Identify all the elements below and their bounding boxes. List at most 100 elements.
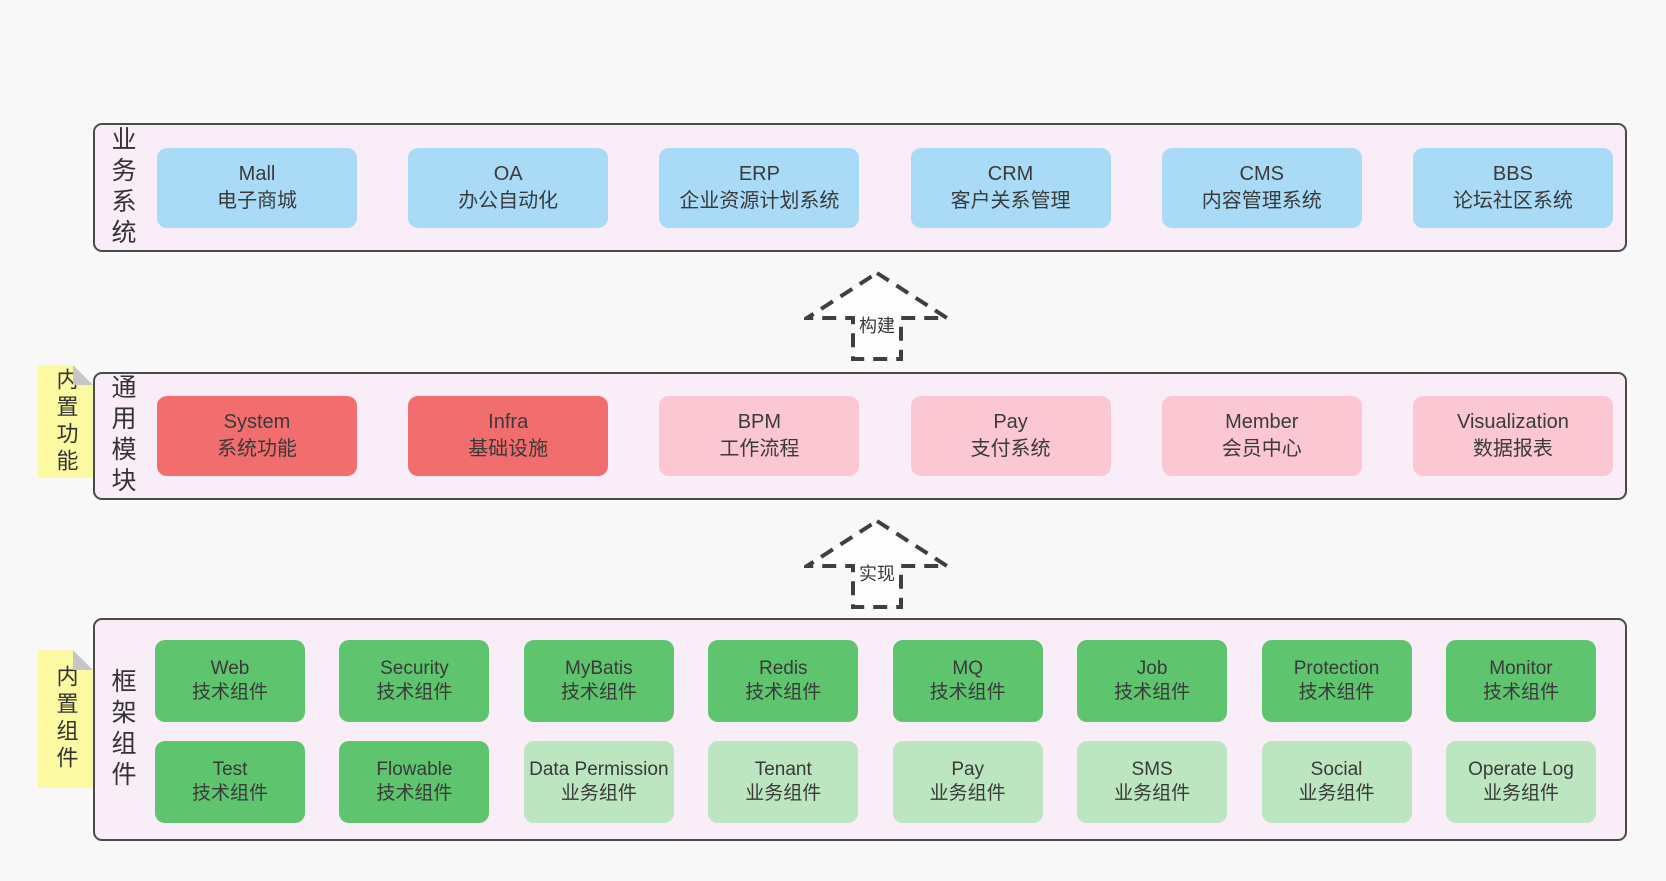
box-mq: MQ 技术组件 <box>892 640 1043 722</box>
box-title: Mall <box>238 162 276 185</box>
box-subtitle: 数据报表 <box>1472 438 1553 460</box>
arrow-label: 实现 <box>859 564 895 584</box>
box-subtitle: 企业资源计划系统 <box>679 189 840 212</box>
box-title: Pay <box>951 759 985 780</box>
box-title: Tenant <box>754 759 812 780</box>
box-system: System 系统功能 <box>157 396 357 476</box>
box-operate-log: Operate Log 业务组件 <box>1445 741 1596 823</box>
box-title: System <box>223 411 291 433</box>
framework-components-layer: 框架组件 Web 技术组件 Security 技术组件 MyBatis 技术组件… <box>93 618 1627 841</box>
box-subtitle: 技术组件 <box>1482 682 1559 703</box>
box-subtitle: 技术组件 <box>376 682 453 703</box>
box-subtitle: 技术组件 <box>745 682 822 703</box>
dashed-up-arrow-implement: 实现 <box>804 518 950 609</box>
box-subtitle: 业务组件 <box>1298 783 1375 804</box>
box-subtitle: 技术组件 <box>191 783 268 804</box>
box-subtitle: 支付系统 <box>970 438 1051 460</box>
box-subtitle: 技术组件 <box>929 682 1006 703</box>
box-subtitle: 技术组件 <box>1114 682 1191 703</box>
box-title: Infra <box>488 411 529 433</box>
box-title: SMS <box>1131 759 1173 780</box>
box-subtitle: 系统功能 <box>217 438 297 460</box>
box-subtitle: 工作流程 <box>719 438 800 460</box>
business-box-row: Mall 电子商城 OA 办公自动化 ERP 企业资源计划系统 CRM 客户关系… <box>157 147 1613 228</box>
framework-row-2: Test 技术组件 Flowable 技术组件 Data Permission … <box>155 741 1596 823</box>
box-subtitle: 论坛社区系统 <box>1452 189 1573 212</box>
box-title: Security <box>380 658 449 679</box>
box-subtitle: 办公自动化 <box>458 189 559 212</box>
box-subtitle: 业务组件 <box>1114 783 1191 804</box>
box-title: Test <box>212 759 248 780</box>
box-pay-module: Pay 支付系统 <box>910 396 1111 476</box>
box-visualization: Visualization 数据报表 <box>1412 396 1613 476</box>
layer-label-framework: 框架组件 <box>108 667 136 792</box>
box-infra: Infra 基础设施 <box>408 396 609 476</box>
box-monitor: Monitor 技术组件 <box>1445 640 1596 722</box>
box-subtitle: 业务组件 <box>745 783 822 804</box>
layer-label-business: 业务系统 <box>108 125 136 250</box>
box-title: BPM <box>737 411 782 433</box>
business-systems-layer: 业务系统 Mall 电子商城 OA 办公自动化 ERP 企业资源计划系统 CRM… <box>93 123 1627 252</box>
box-title: Protection <box>1293 658 1380 679</box>
box-crm: CRM 客户关系管理 <box>910 147 1111 228</box>
box-mybatis: MyBatis 技术组件 <box>523 640 674 722</box>
box-subtitle: 业务组件 <box>560 783 637 804</box>
box-subtitle: 技术组件 <box>560 682 637 703</box>
box-redis: Redis 技术组件 <box>708 640 859 722</box>
modules-box-row: System 系统功能 Infra 基础设施 BPM 工作流程 Pay 支付系统… <box>157 396 1613 476</box>
box-subtitle: 电子商城 <box>217 189 297 212</box>
box-oa: OA 办公自动化 <box>408 147 609 228</box>
box-title: MyBatis <box>565 658 633 679</box>
box-subtitle: 内容管理系统 <box>1201 189 1322 212</box>
box-subtitle: 技术组件 <box>376 783 453 804</box>
box-title: Web <box>210 658 250 679</box>
box-erp: ERP 企业资源计划系统 <box>659 147 860 228</box>
folded-corner-icon <box>73 365 93 385</box>
box-title: BBS <box>1492 162 1533 185</box>
box-bbs: BBS 论坛社区系统 <box>1412 147 1613 228</box>
box-title: Flowable <box>376 759 453 780</box>
box-subtitle: 技术组件 <box>1298 682 1375 703</box>
box-title: Monitor <box>1489 658 1553 679</box>
box-title: Operate Log <box>1468 759 1574 780</box>
box-sms: SMS 业务组件 <box>1077 741 1228 823</box>
box-subtitle: 客户关系管理 <box>950 189 1071 212</box>
box-title: OA <box>493 162 523 185</box>
box-title: MQ <box>952 658 983 679</box>
up-arrow-icon <box>804 518 950 609</box>
sticky-note-builtin-components: 内置组件 <box>38 650 93 788</box>
box-security: Security 技术组件 <box>339 640 490 722</box>
layer-label-modules: 通用模块 <box>108 374 136 498</box>
box-title: Redis <box>758 658 808 679</box>
box-pay-component: Pay 业务组件 <box>892 741 1043 823</box>
up-arrow-icon <box>804 270 950 361</box>
dashed-up-arrow-build: 构建 <box>804 270 950 361</box>
box-title: CMS <box>1239 162 1284 185</box>
box-title: Visualization <box>1456 411 1569 433</box>
box-subtitle: 业务组件 <box>1482 783 1559 804</box>
box-title: Social <box>1310 759 1363 780</box>
box-mall: Mall 电子商城 <box>157 147 357 228</box>
box-title: Data Permission <box>529 759 669 780</box>
box-data-permission: Data Permission 业务组件 <box>523 741 674 823</box>
box-subtitle: 技术组件 <box>191 682 268 703</box>
box-bpm: BPM 工作流程 <box>659 396 860 476</box>
box-protection: Protection 技术组件 <box>1261 640 1412 722</box>
common-modules-layer: 通用模块 System 系统功能 Infra 基础设施 BPM 工作流程 Pay… <box>93 372 1627 500</box>
box-cms: CMS 内容管理系统 <box>1161 147 1362 228</box>
box-job: Job 技术组件 <box>1077 640 1228 722</box>
sticky-note-label: 内置组件 <box>53 665 79 773</box>
box-web: Web 技术组件 <box>155 640 305 722</box>
box-subtitle: 会员中心 <box>1221 438 1302 460</box>
folded-corner-icon <box>73 650 93 670</box>
box-subtitle: 业务组件 <box>929 783 1006 804</box>
sticky-note-builtin-features: 内置功能 <box>38 365 93 478</box>
sticky-note-label: 内置功能 <box>53 367 79 476</box>
framework-box-rows: Web 技术组件 Security 技术组件 MyBatis 技术组件 Redi… <box>155 640 1596 823</box>
box-title: Job <box>1136 658 1168 679</box>
box-subtitle: 基础设施 <box>468 438 549 460</box>
box-title: ERP <box>738 162 780 185</box>
box-title: Member <box>1225 411 1299 433</box>
box-flowable: Flowable 技术组件 <box>339 741 490 823</box>
